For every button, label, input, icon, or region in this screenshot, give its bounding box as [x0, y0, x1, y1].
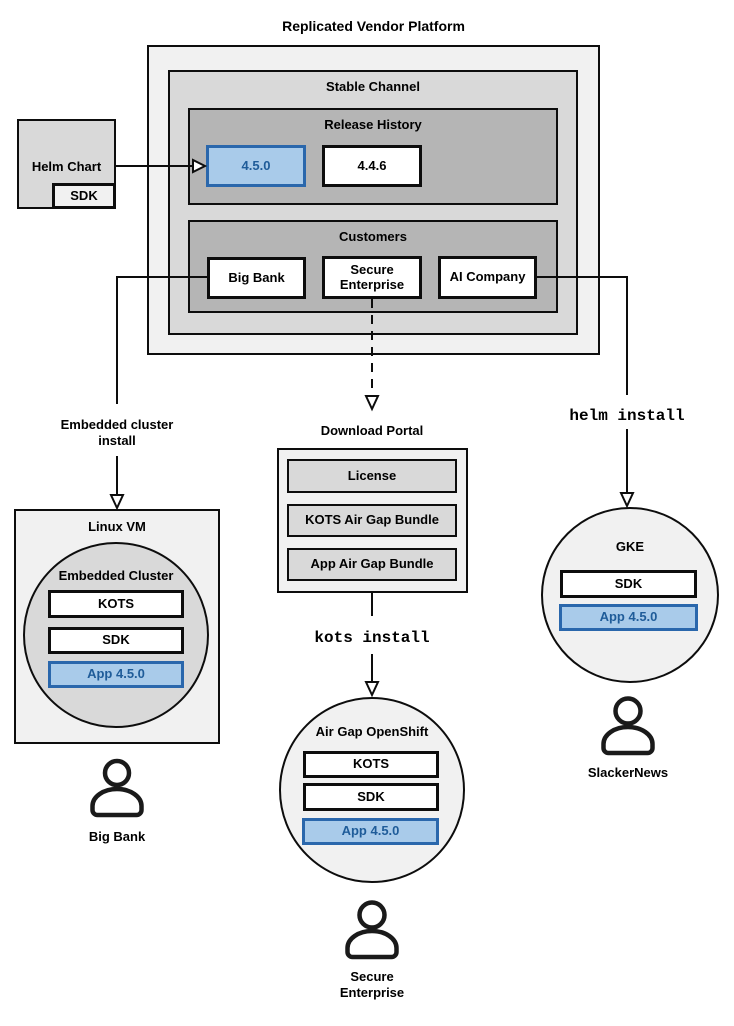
- release-446-box: 4.4.6: [322, 145, 422, 187]
- secure-enterprise-user-icon: [345, 900, 399, 960]
- airgap-kots-box: KOTS: [303, 751, 439, 778]
- slackernews-user-label: SlackerNews: [587, 765, 669, 780]
- helm-install-command: helm install: [569, 407, 685, 425]
- gke-sdk-box: SDK: [560, 570, 697, 598]
- diagram-title: Replicated Vendor Platform: [282, 18, 465, 34]
- embedded-app-box: App 4.5.0: [48, 661, 184, 688]
- customers-label: Customers: [339, 229, 407, 244]
- embedded-kots-box: KOTS: [48, 590, 184, 618]
- customer-ai-company-box: AI Company: [438, 256, 537, 299]
- big-bank-user-icon: [90, 758, 144, 818]
- release-450-box: 4.5.0: [206, 145, 306, 187]
- gke-app-box: App 4.5.0: [559, 604, 698, 631]
- customer-secure-enterprise-box: Secure Enterprise: [322, 256, 422, 299]
- airgap-sdk-box: SDK: [303, 783, 439, 811]
- kots-install-command: kots install: [314, 629, 430, 647]
- download-portal-label: Download Portal: [320, 423, 424, 438]
- embedded-cluster-label: Embedded Cluster: [58, 568, 174, 583]
- airgap-app-box: App 4.5.0: [302, 818, 439, 845]
- release-history-label: Release History: [324, 117, 422, 132]
- big-bank-user-label: Big Bank: [88, 829, 146, 844]
- embedded-sdk-box: SDK: [48, 627, 184, 654]
- helm-chart-sdk-box: SDK: [52, 183, 116, 209]
- customer-big-bank-box: Big Bank: [207, 257, 306, 299]
- helm-chart-label: Helm Chart: [31, 159, 102, 174]
- kots-airgap-bundle-box: KOTS Air Gap Bundle: [287, 504, 457, 537]
- gke-label: GKE: [615, 539, 645, 554]
- linux-vm-label: Linux VM: [88, 519, 146, 534]
- airgap-openshift-label: Air Gap OpenShift: [315, 724, 429, 739]
- embedded-cluster-install-label: Embedded cluster install: [60, 417, 174, 449]
- secure-enterprise-user-label: Secure Enterprise: [339, 969, 405, 1001]
- stable-channel-label: Stable Channel: [326, 79, 420, 94]
- license-box: License: [287, 459, 457, 493]
- slackernews-user-icon: [601, 696, 655, 756]
- app-airgap-bundle-box: App Air Gap Bundle: [287, 548, 457, 581]
